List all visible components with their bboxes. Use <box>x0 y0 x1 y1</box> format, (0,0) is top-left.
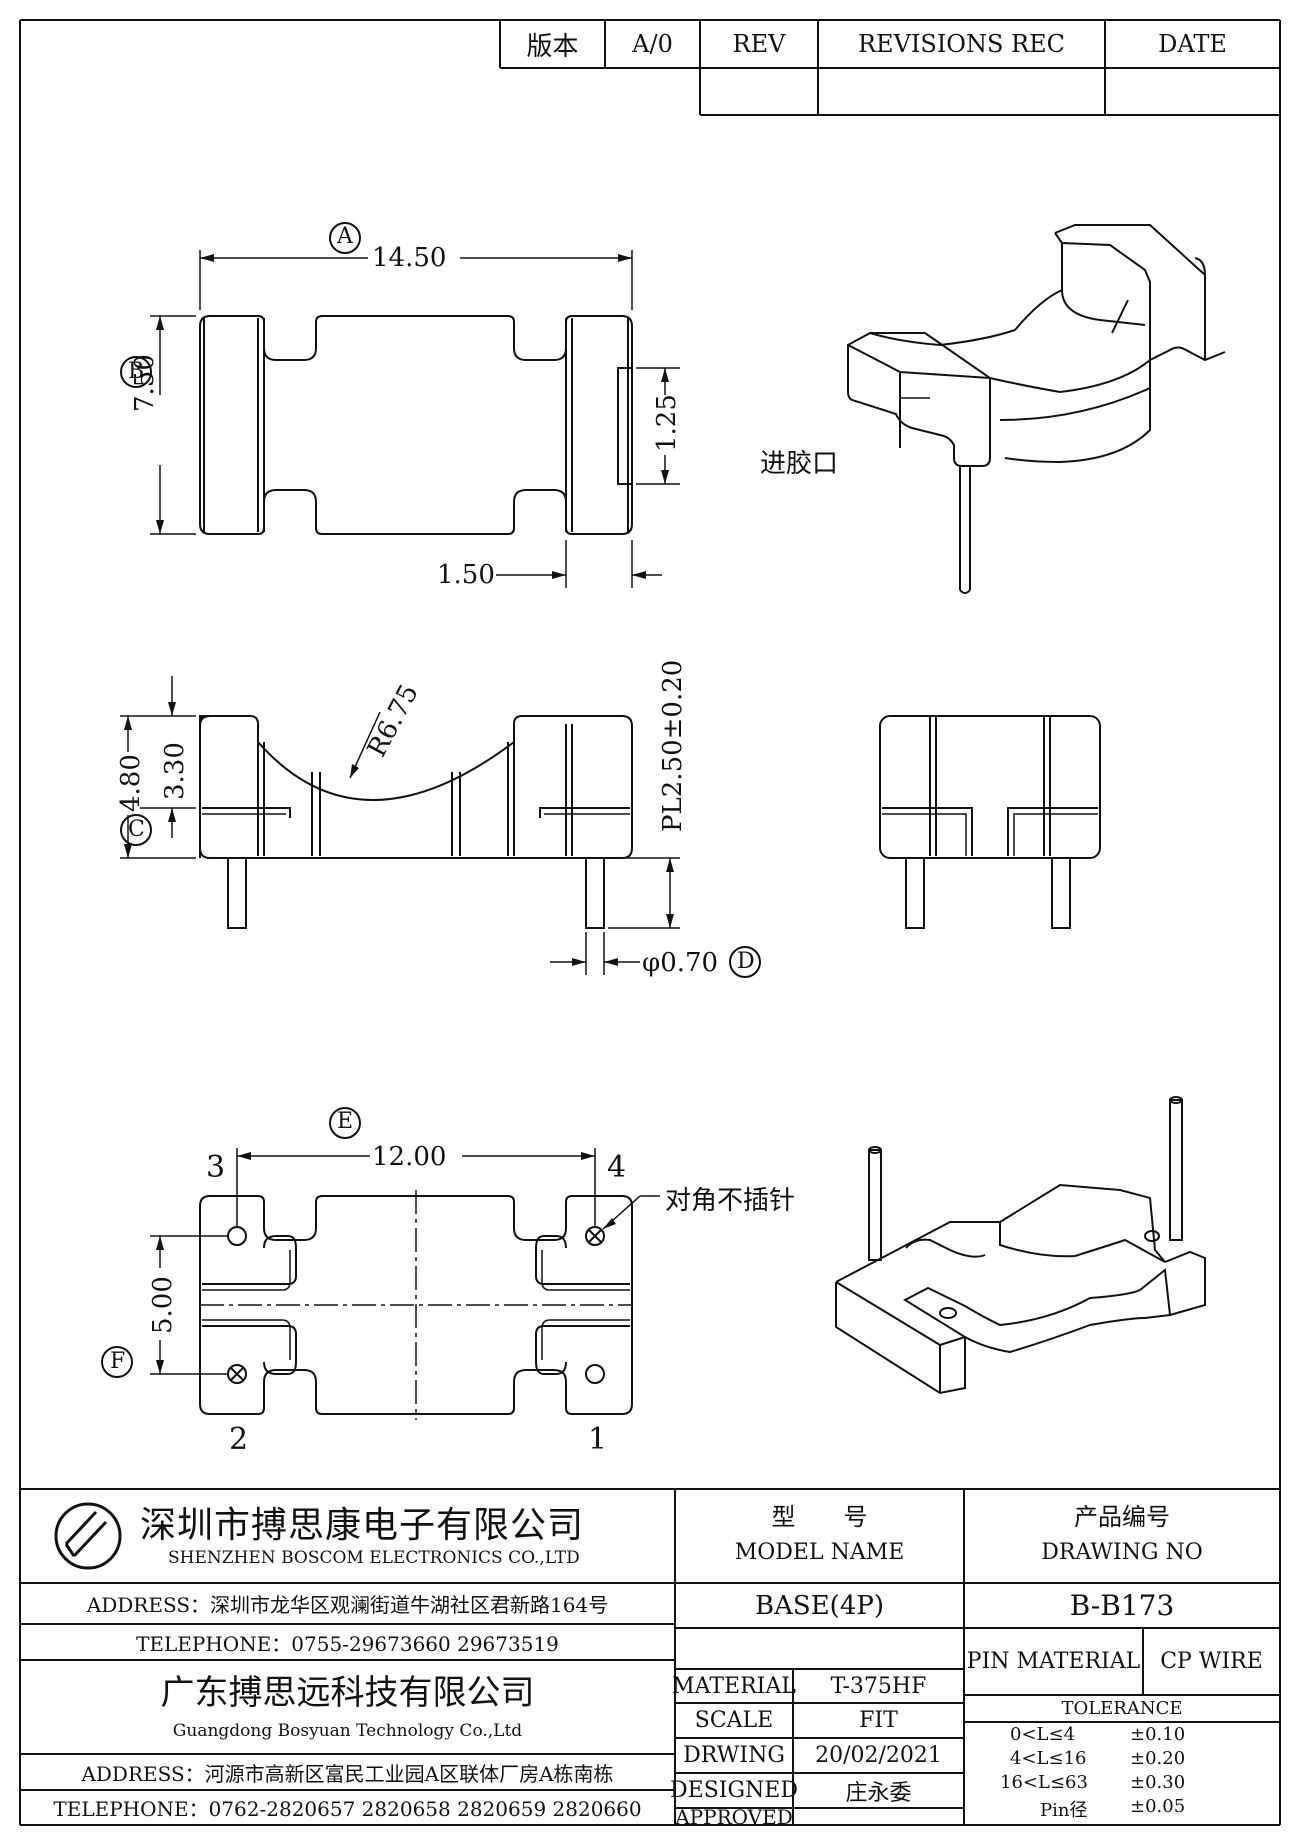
dim-pin-pitch-x: 12.00 <box>372 1142 447 1172</box>
model-value: BASE(4P) <box>755 1590 884 1621</box>
label-d: D <box>737 949 755 974</box>
tolerance-range-4: Pin径 <box>1040 1800 1088 1821</box>
pin-4-label: 4 <box>607 1150 627 1185</box>
company-name-en: SHENZHEN BOSCOM ELECTRONICS CO.,LTD <box>168 1548 580 1568</box>
material-label: MATERIAL <box>672 1673 796 1699</box>
dim-wall: 1.50 <box>437 560 495 590</box>
tolerance-value-1: ±0.10 <box>1130 1724 1186 1745</box>
address-2: ADDRESS：河源市高新区富民工业园A区联体厂房A栋南栋 <box>81 1761 614 1786</box>
drawing-value: 20/02/2021 <box>815 1743 942 1768</box>
dim-slot: 1.25 <box>652 394 682 452</box>
telephone-2: TELEPHONE：0762-2820657 2820658 2820659 2… <box>53 1797 642 1821</box>
dim-body-height: 3.30 <box>160 742 190 800</box>
title-block-lines <box>20 1488 1280 1825</box>
drawing-no-value: B-B173 <box>1069 1589 1175 1622</box>
address-1: ADDRESS：深圳市龙华区观澜街道牛湖社区君新路164号 <box>86 1593 609 1617</box>
tolerance-value-2: ±0.20 <box>1130 1748 1186 1769</box>
top-view <box>120 222 680 588</box>
iso-view-top <box>847 224 1226 594</box>
label-a: A <box>337 224 353 249</box>
pin-material-label: PIN MATERIAL <box>966 1649 1141 1674</box>
tolerance-range-3: 16<L≤63 <box>1000 1772 1088 1793</box>
dim-pin-length: PL2.50±0.20 <box>658 659 688 832</box>
rev-header: REV <box>732 30 786 58</box>
front-view <box>120 676 761 978</box>
tolerance-range-2: 4<L≤16 <box>1010 1748 1087 1769</box>
dim-height: 7.50 <box>130 354 160 412</box>
company-name-cn: 深圳市搏思康电子有限公司 <box>140 1505 585 1546</box>
material-value: T-375HF <box>830 1673 927 1699</box>
approved-label: APPROVED <box>675 1804 793 1829</box>
label-c: C <box>128 817 145 842</box>
drawing-label: DRWING <box>683 1743 785 1768</box>
telephone-1: TELEPHONE：0755-29673660 29673519 <box>136 1631 559 1656</box>
dim-total-height: 4.80 <box>116 754 146 812</box>
company-2-name-cn: 广东搏思远科技有限公司 <box>160 1672 535 1713</box>
iso-view-bottom <box>835 1096 1206 1395</box>
tolerance-value-4: ±0.05 <box>1130 1796 1186 1817</box>
designed-value: 庄永委 <box>845 1780 912 1806</box>
bottom-view <box>101 1107 660 1420</box>
tolerance-value-3: ±0.30 <box>1130 1772 1186 1793</box>
label-b: B <box>128 359 145 384</box>
pin-2-label: 2 <box>229 1422 249 1457</box>
version-value: A/0 <box>632 30 673 58</box>
gate-label: 进胶口 <box>760 449 839 479</box>
side-view <box>879 715 1101 929</box>
date-header: DATE <box>1158 30 1227 58</box>
no-pin-note: 对角不插针 <box>665 1186 796 1216</box>
model-label-en: MODEL NAME <box>734 1539 905 1565</box>
company-logo <box>54 1502 122 1570</box>
label-f: F <box>110 1349 126 1374</box>
pin-1-label: 1 <box>588 1422 608 1457</box>
scale-label: SCALE <box>694 1708 774 1733</box>
label-e: E <box>337 1109 354 1134</box>
revisions-header: REVISIONS REC <box>857 30 1066 58</box>
tolerance-range-1: 0<L≤4 <box>1010 1724 1076 1745</box>
designed-label: DESIGNED <box>670 1778 798 1803</box>
dim-pin-pitch-y: 5.00 <box>148 1276 178 1334</box>
version-label: 版本 <box>526 31 579 62</box>
drawing-no-label-cn: 产品编号 <box>1074 1502 1170 1531</box>
tolerance-label: TOLERANCE <box>1061 1698 1183 1719</box>
scale-value: FIT <box>859 1708 898 1733</box>
pin-material-value: CP WIRE <box>1160 1649 1263 1674</box>
drawing-no-label-en: DRAWING NO <box>1041 1539 1203 1565</box>
pin-3-label: 3 <box>206 1150 226 1185</box>
dim-width: 14.50 <box>372 243 447 273</box>
company-2-name-en: Guangdong Bosyuan Technology Co.,Ltd <box>172 1721 523 1741</box>
model-label-cn: 型 号 <box>771 1502 868 1531</box>
dim-pin-diameter: φ0.70 <box>642 948 719 978</box>
revision-table-lines <box>499 20 1280 116</box>
